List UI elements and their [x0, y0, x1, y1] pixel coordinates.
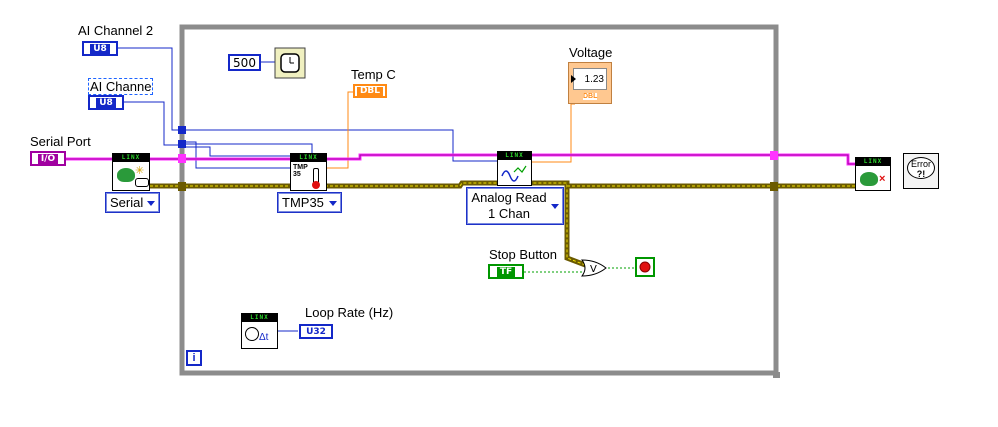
- linx-close-brand: LINX: [856, 158, 890, 166]
- temp-c-indicator[interactable]: DBL: [353, 84, 387, 98]
- tmp35-selector[interactable]: TMP35: [277, 192, 342, 213]
- or-gate-icon[interactable]: V: [581, 259, 607, 277]
- loop-resize-handle[interactable]: [773, 372, 780, 378]
- linx-analog-read-vi[interactable]: LINX: [497, 151, 532, 186]
- while-loop-border[interactable]: [179, 24, 779, 376]
- delta-t-icon: Δt: [259, 332, 269, 343]
- linx-loop-brand: LINX: [242, 314, 277, 322]
- wait-ms-constant[interactable]: 500: [228, 54, 261, 71]
- ai-channel-terminal[interactable]: U8: [88, 95, 124, 110]
- boolean-wires: [524, 267, 640, 273]
- tmp35-selector-value: TMP35: [282, 195, 324, 210]
- open-spark-icon: ✳: [135, 165, 145, 177]
- svg-text:V: V: [590, 264, 597, 275]
- loop-rate-type: U32: [306, 326, 326, 337]
- stop-terminal-icon[interactable]: [635, 257, 655, 277]
- serial-port-type: I/O: [37, 153, 59, 164]
- ai-channel-label[interactable]: AI Channe: [88, 78, 154, 95]
- simple-error-handler-vi[interactable]: Error ?!: [903, 153, 939, 189]
- stop-button-terminal[interactable]: TF: [488, 264, 524, 279]
- voltage-value: 1.23: [584, 73, 604, 85]
- linx-tmp35-vi[interactable]: LINX TMP 35: [290, 153, 327, 191]
- loop-rate-indicator[interactable]: U32: [299, 324, 333, 339]
- voltage-numeric-display: 1.23: [573, 68, 607, 90]
- serial-connector-icon: [135, 178, 149, 187]
- analog-read-selector[interactable]: Analog Read 1 Chan: [466, 187, 564, 225]
- double-wires: [327, 91, 575, 169]
- ai-channel-2-label: AI Channel 2: [78, 23, 154, 38]
- ai-channel-2-terminal[interactable]: U8: [82, 41, 118, 56]
- linx-tmp-brand: LINX: [291, 154, 326, 162]
- integer-wires: [118, 47, 497, 332]
- serial-port-label: Serial Port: [30, 134, 91, 149]
- linx-open-brand: LINX: [113, 154, 149, 162]
- increment-arrow-icon: [571, 75, 576, 83]
- chevron-down-icon: [329, 200, 337, 206]
- linx-analog-brand: LINX: [498, 152, 531, 160]
- serial-selector[interactable]: Serial: [105, 192, 160, 213]
- linx-loop-rate-vi[interactable]: LINX Δt: [241, 313, 278, 349]
- serial-selector-value: Serial: [110, 195, 144, 210]
- serial-port-terminal[interactable]: I/O: [30, 151, 66, 166]
- linx-chip-icon: [117, 168, 135, 182]
- voltage-indicator[interactable]: 1.23 DBL: [568, 62, 612, 104]
- temp-c-label: Temp C: [351, 67, 396, 82]
- stop-button-type: TF: [496, 266, 516, 277]
- iteration-terminal[interactable]: i: [186, 350, 202, 366]
- tmp-chip-text: TMP 35: [293, 164, 308, 178]
- wait-ms-icon[interactable]: [274, 47, 306, 79]
- voltage-label: Voltage: [569, 45, 613, 60]
- ai-channel-2-type: U8: [90, 43, 110, 54]
- thermometer-bulb-icon: [312, 181, 320, 189]
- close-x-icon: ×: [879, 173, 886, 185]
- analog-read-line2: 1 Chan: [488, 206, 530, 221]
- error-bubble-icon: Error ?!: [907, 157, 935, 179]
- tunnels: [178, 126, 778, 191]
- loop-rate-label: Loop Rate (Hz): [305, 305, 394, 320]
- temp-c-type: DBL: [356, 86, 384, 96]
- chevron-down-icon: [147, 200, 155, 206]
- chevron-down-icon: [551, 204, 559, 209]
- error-text: Error: [911, 159, 931, 169]
- ai-channel-type: U8: [96, 97, 116, 108]
- clock-icon: [245, 327, 259, 341]
- analog-wave-icon: [501, 165, 527, 182]
- stop-button-label: Stop Button: [489, 247, 557, 262]
- error-subtext: ?!: [916, 169, 926, 179]
- linx-open-vi[interactable]: LINX ✳: [112, 153, 150, 191]
- analog-read-line1: Analog Read: [471, 190, 547, 205]
- linx-close-chip-icon: [860, 172, 878, 186]
- linx-close-vi[interactable]: LINX ×: [855, 157, 891, 191]
- voltage-type: DBL: [583, 93, 598, 100]
- resource-wire: [66, 153, 855, 166]
